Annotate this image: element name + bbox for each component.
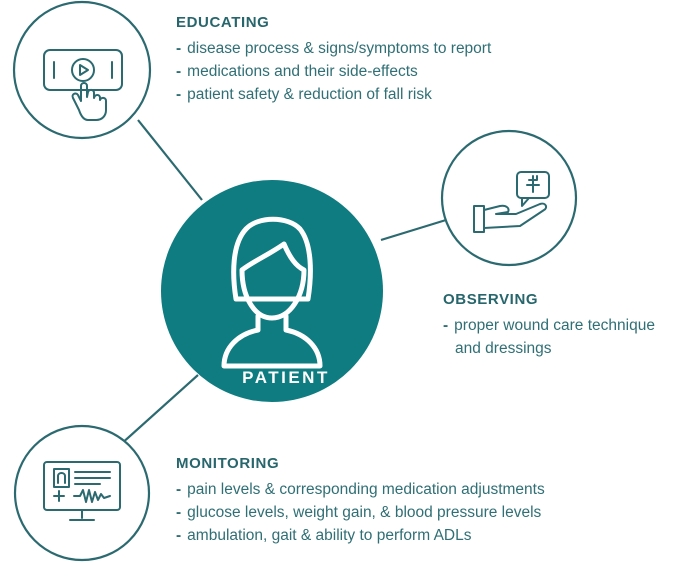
- hand-medical-box-icon: [473, 171, 550, 233]
- monitoring-heading: MONITORING: [176, 455, 280, 472]
- monitoring-list: -pain levels & corresponding medication …: [176, 478, 545, 547]
- tablet-play-touch-icon: [43, 49, 123, 121]
- patient-label: PATIENT: [242, 368, 330, 387]
- connector-observing: [380, 218, 447, 242]
- list-item: -pain levels & corresponding medication …: [176, 481, 545, 498]
- monitoring-section: MONITORING -pain levels & corresponding …: [176, 455, 545, 547]
- educating-heading: EDUCATING: [176, 14, 270, 31]
- connector-educating: [137, 119, 203, 201]
- observing-section: OBSERVING -proper wound care technique a…: [443, 291, 673, 360]
- educating-circle: [12, 0, 152, 140]
- list-item: -ambulation, gait & ability to perform A…: [176, 527, 472, 544]
- educating-section: EDUCATING -disease process & signs/sympt…: [176, 14, 491, 106]
- list-item: -patient safety & reduction of fall risk: [176, 86, 432, 103]
- connector-monitoring: [119, 374, 199, 446]
- list-item: -medications and their side-effects: [176, 63, 418, 80]
- observing-circle: [440, 129, 578, 267]
- educating-list: -disease process & signs/symptoms to rep…: [176, 37, 491, 106]
- woman-avatar-icon: [221, 216, 323, 369]
- monitor-vitals-icon: [43, 461, 121, 521]
- list-item: -disease process & signs/symptoms to rep…: [176, 40, 492, 57]
- patient-circle: [161, 180, 383, 402]
- observing-heading: OBSERVING: [443, 291, 539, 308]
- list-item: -proper wound care technique and dressin…: [443, 317, 655, 357]
- observing-list: -proper wound care technique and dressin…: [443, 314, 673, 360]
- list-item: -glucose levels, weight gain, & blood pr…: [176, 504, 542, 521]
